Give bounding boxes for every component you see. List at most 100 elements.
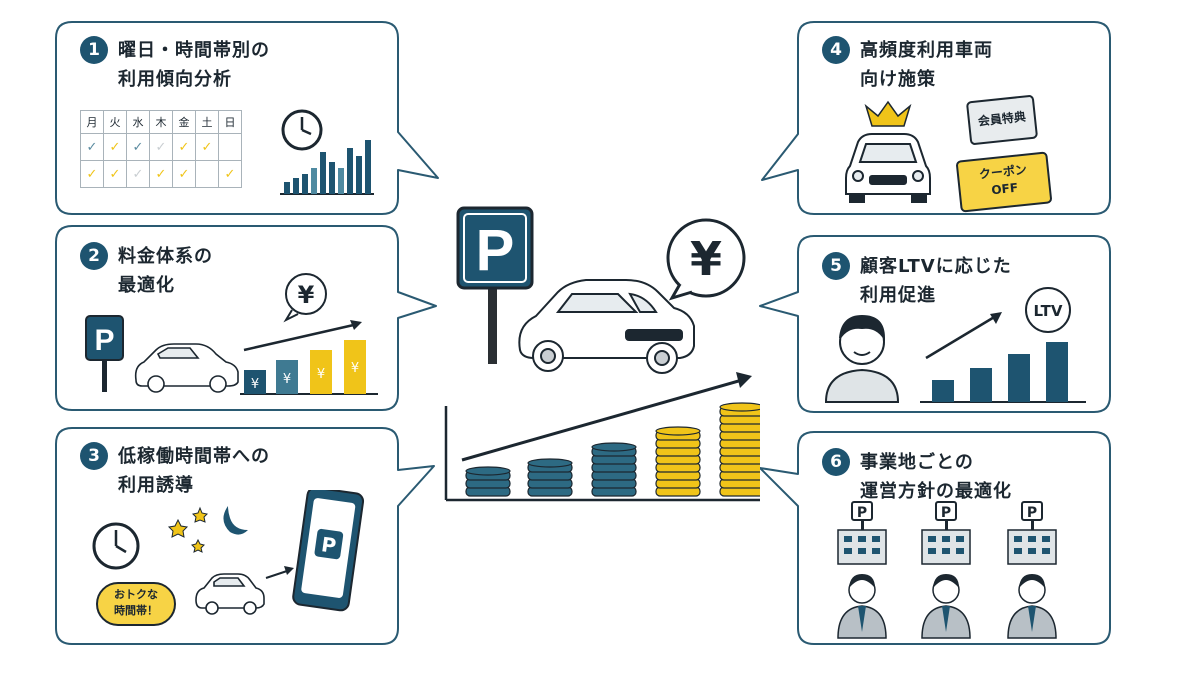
item-3-number: 3: [80, 442, 108, 470]
item-3-title: 3 低稼働時間帯への利用誘導: [80, 442, 270, 500]
calendar-cell: [195, 160, 219, 188]
check-icon: ✓: [132, 139, 144, 155]
vip-car-illustration: [845, 100, 931, 203]
item-6-line2: 運営方針の最適化: [860, 481, 1012, 502]
coin-stack: [719, 402, 760, 497]
item-6-line1: 事業地ごとの: [860, 452, 974, 473]
site-2: P: [921, 501, 971, 639]
site-1: P: [837, 501, 887, 639]
item-6-number: 6: [822, 448, 850, 476]
moon-icon: [223, 506, 248, 535]
car-front-icon: [845, 133, 931, 203]
svg-text:¥: ¥: [283, 372, 291, 387]
calendar-day-header: 火: [103, 110, 127, 134]
yen-symbol-large: ¥: [690, 232, 722, 286]
item-2-number: 2: [80, 242, 108, 270]
revenue-growth-chart-icon: [444, 372, 760, 502]
calendar-cell: ✓: [103, 160, 127, 188]
coin-stack: [527, 458, 573, 497]
item-1-line1: 曜日・時間帯別の: [118, 40, 270, 61]
calendar-day-header: 水: [126, 110, 150, 134]
price-blocks: ¥ ¥ ¥ ¥: [244, 340, 366, 394]
check-icon: ✓: [86, 166, 98, 182]
usage-bar-chart-icon: [284, 140, 371, 194]
coupon-card: クーポン OFF: [955, 151, 1053, 213]
svg-text:P: P: [1027, 505, 1037, 521]
night-stars-icon: [167, 506, 209, 553]
calendar-cell: ✓: [80, 160, 104, 188]
item-2-title: 2 料金体系の最適化: [80, 242, 213, 300]
calendar-day-header: 日: [218, 110, 242, 134]
off-peak-illustration: P: [92, 490, 365, 615]
site-3: P: [1007, 501, 1057, 639]
ltv-illustration: LTV: [824, 287, 1086, 403]
item-3-line2: 利用誘導: [118, 475, 194, 496]
calendar-cell: ✓: [103, 133, 127, 161]
clock-icon: [281, 109, 323, 151]
check-icon: ✓: [178, 139, 190, 155]
check-icon: ✓: [155, 166, 167, 182]
check-icon: ✓: [224, 166, 236, 182]
calendar-day-header: 月: [80, 110, 104, 134]
calendar-day-header: 土: [195, 110, 219, 134]
deal-speech-bubble: [96, 582, 176, 626]
item-5-line2: 利用促進: [860, 285, 936, 306]
item-1-number: 1: [80, 36, 108, 64]
coin-stacks: [465, 402, 760, 497]
calendar-day-header: 金: [172, 110, 196, 134]
car-large-icon: [518, 279, 695, 374]
check-icon: ✓: [178, 166, 190, 182]
calendar-cell: ✓: [149, 133, 173, 161]
item-4-title: 4 高頻度利用車両向け施策: [822, 36, 993, 94]
parking-sign-icon: P: [85, 315, 124, 392]
calendar-cell: ✓: [149, 160, 173, 188]
ltv-badge-icon: LTV: [1025, 287, 1071, 333]
calendar-cell: ✓: [218, 160, 242, 188]
yen-symbol-small: ¥: [298, 281, 315, 309]
app-parking-letter: P: [320, 532, 338, 558]
item-5-title: 5 顧客LTVに応じた利用促進: [822, 252, 1012, 310]
check-icon: ✓: [109, 139, 121, 155]
calendar-cell: ✓: [126, 160, 150, 188]
member-benefit-label: 会員特典: [977, 109, 1027, 129]
crown-icon: [864, 100, 912, 127]
car-icon: [134, 343, 239, 393]
car-icon: [195, 573, 265, 615]
parking-letter-small: P: [94, 324, 114, 357]
coin-stack: [591, 442, 637, 497]
check-icon: ✓: [86, 139, 98, 155]
item-2-line2: 最適化: [118, 275, 175, 296]
calendar-cell: ✓: [172, 160, 196, 188]
member-benefit-card: 会員特典: [965, 94, 1039, 146]
item-4-number: 4: [822, 36, 850, 64]
deal-bubble-line1: おトクな: [114, 588, 158, 601]
smartphone-icon: P: [292, 490, 365, 612]
ltv-label: LTV: [1034, 302, 1063, 320]
item-6-title: 6 事業地ごとの運営方針の最適化: [822, 448, 1012, 506]
item-1-line2: 利用傾向分析: [118, 69, 232, 90]
parking-letter-large: P: [476, 218, 515, 283]
calendar-cell: ✓: [195, 133, 219, 161]
svg-text:P: P: [857, 505, 867, 521]
item-2-line1: 料金体系の: [118, 246, 213, 267]
calendar-cell: ✓: [172, 133, 196, 161]
yen-bubble-icon: ¥: [283, 273, 327, 323]
clock-icon: [92, 522, 140, 570]
weekly-calendar: 月火水木金土日✓✓✓✓✓✓✓✓✓✓✓✓: [80, 110, 242, 188]
parking-sign-large-icon: P: [456, 206, 534, 364]
calendar-cell: [218, 133, 242, 161]
item-4-line1: 高頻度利用車両: [860, 40, 993, 61]
calendar-day-header: 木: [149, 110, 173, 134]
check-icon: ✓: [109, 166, 121, 182]
svg-text:¥: ¥: [351, 361, 359, 376]
check-icon: ✓: [155, 139, 167, 155]
item-5-line1: 顧客LTVに応じた: [860, 256, 1012, 277]
coin-stack: [655, 426, 701, 497]
svg-text:P: P: [941, 505, 951, 521]
ltv-bars: [932, 342, 1068, 402]
check-icon: ✓: [132, 166, 144, 182]
deal-bubble-line2: 時間帯！: [114, 604, 158, 617]
clock-and-bars: [280, 109, 374, 195]
calendar-cell: ✓: [126, 133, 150, 161]
